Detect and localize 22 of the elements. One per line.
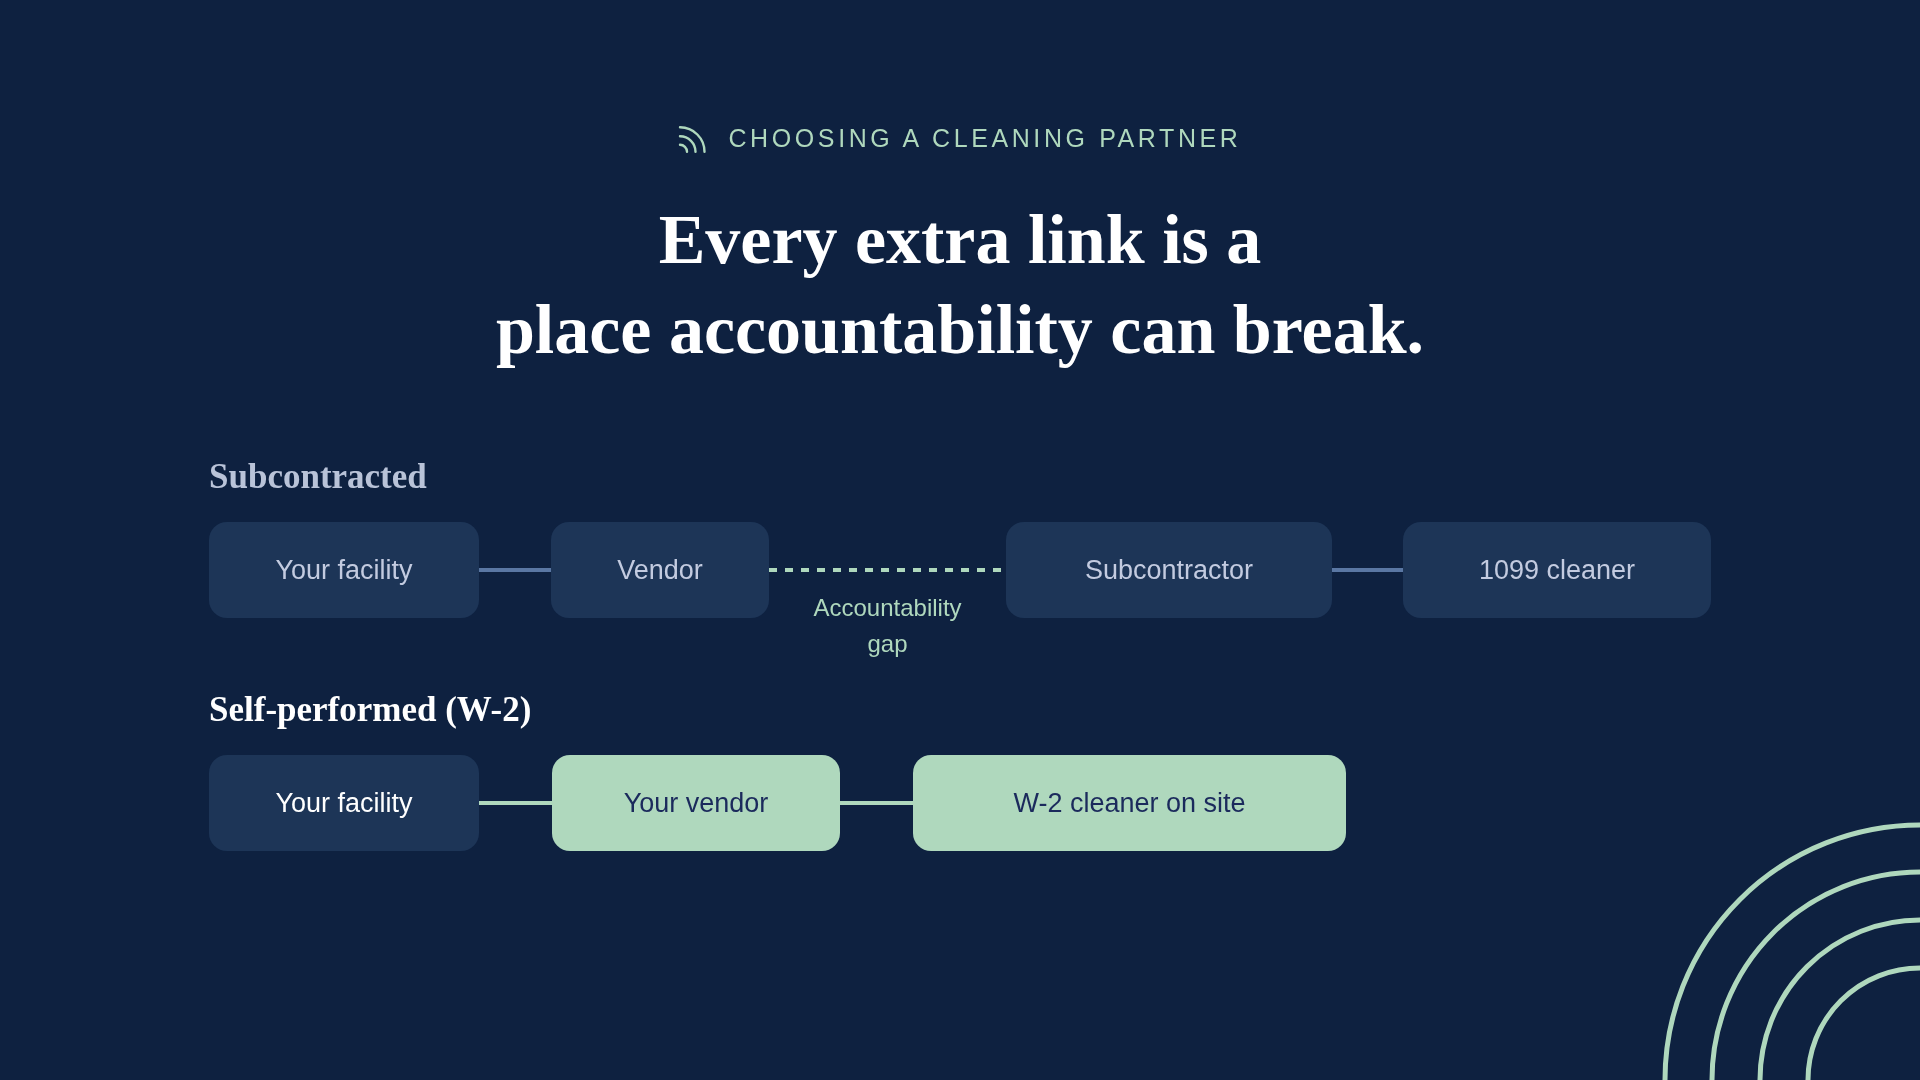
step-box (1006, 522, 1332, 618)
connector-line (479, 801, 552, 805)
box-label: W-2 cleaner on site (1013, 787, 1246, 819)
box-label: Your facility (275, 554, 413, 586)
box-label: Vendor (617, 554, 703, 586)
box-label: Your vendor (623, 787, 769, 819)
box-label: Your facility (275, 787, 413, 819)
step-box (552, 755, 840, 851)
section-heading: Subcontracted (209, 456, 427, 498)
step-box (209, 755, 479, 851)
step-box (1403, 522, 1711, 618)
connector-line (840, 801, 913, 805)
title-heading: Every extra link is a place accountability can break. (494, 200, 1426, 370)
box-label: 1099 cleaner (1478, 554, 1636, 586)
step-box (209, 522, 479, 618)
step-box (913, 755, 1346, 851)
step-box (551, 522, 769, 618)
section-heading: Self-performed (W-2) (209, 689, 532, 731)
box-label: Subcontractor (1084, 554, 1254, 586)
connector-line (1332, 568, 1403, 572)
eyebrow-text: CHOOSING A CLEANING PARTNER (728, 123, 1242, 154)
connector-line (479, 568, 551, 572)
